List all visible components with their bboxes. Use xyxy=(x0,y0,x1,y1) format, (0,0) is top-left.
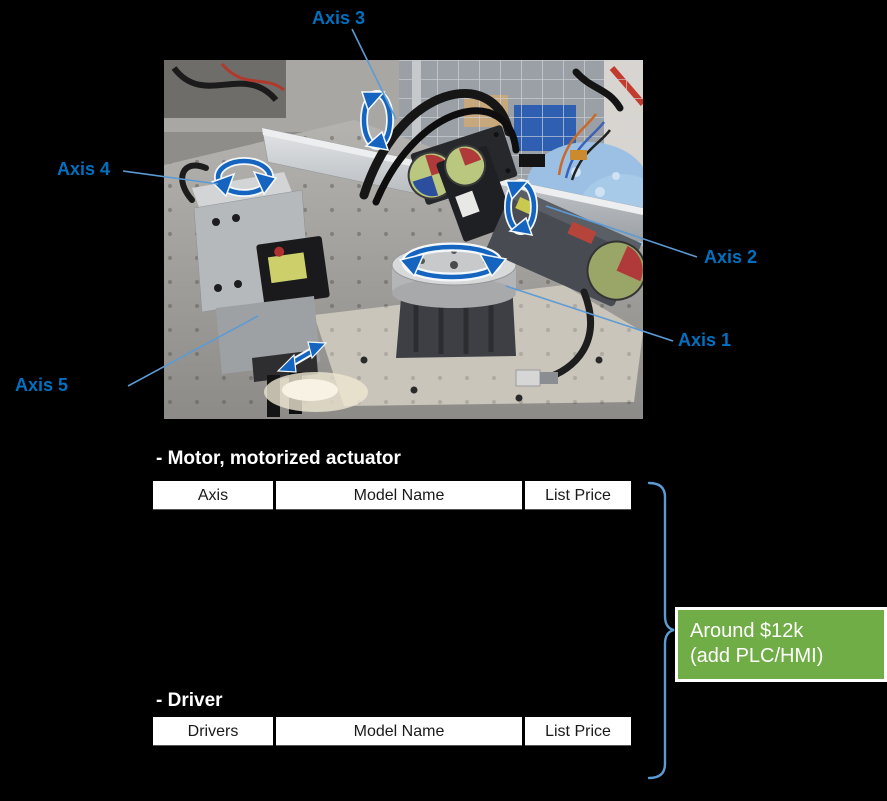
table-header-list-price: List Price xyxy=(525,481,631,510)
axis5-motion-arrow xyxy=(276,341,328,373)
axis1-rotation-arrow xyxy=(398,242,508,282)
table-header-axis: Axis xyxy=(153,481,273,510)
motor-section-heading: - Motor, motorized actuator xyxy=(156,448,401,469)
price-note-box: Around $12k (add PLC/HMI) xyxy=(675,607,887,682)
robot-photo-illustration xyxy=(164,60,643,419)
axis-5-label: Axis 5 xyxy=(15,375,69,395)
axis4-motor xyxy=(256,236,330,306)
motor-price-table: Axis Model Name List Price xyxy=(153,481,631,510)
price-note-line1: Around $12k xyxy=(690,620,804,642)
driver-section-heading: - Driver xyxy=(156,690,223,711)
table-header-model-name: Model Name xyxy=(276,717,522,746)
axis-3-label: Axis 3 xyxy=(312,8,366,28)
axis2-rotation-arrow xyxy=(504,179,538,236)
price-bracket xyxy=(647,481,675,780)
axis-2-label: Axis 2 xyxy=(704,247,758,267)
price-note-line2: (add PLC/HMI) xyxy=(690,645,824,667)
axis-4-label: Axis 4 xyxy=(57,159,111,179)
table-header-drivers: Drivers xyxy=(153,717,273,746)
robot-photo xyxy=(164,60,643,419)
axis2-joint-motor xyxy=(436,144,515,242)
driver-price-table: Drivers Model Name List Price xyxy=(153,717,631,746)
background-equipment xyxy=(164,60,286,118)
signal-wires xyxy=(519,113,612,181)
table-header-model-name: Model Name xyxy=(276,481,522,510)
axis-1-label: Axis 1 xyxy=(678,330,732,350)
table-header-list-price: List Price xyxy=(525,717,631,746)
